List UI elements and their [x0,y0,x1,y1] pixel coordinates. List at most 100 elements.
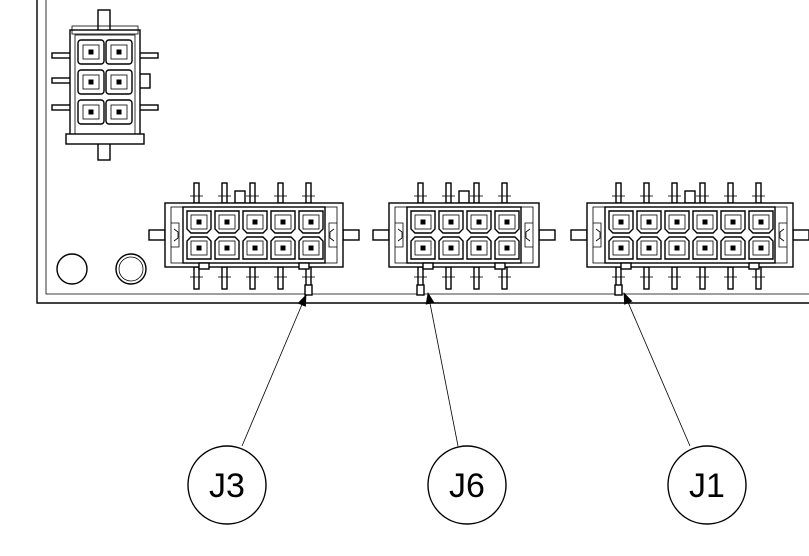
cavity-inner [218,240,236,256]
pin-contact [730,245,736,251]
connector-housing [604,206,776,264]
lower-pin [193,266,200,290]
pin-contact [116,79,122,85]
cavity-inner [110,74,128,90]
upper-pin [193,182,200,204]
upper-pin [249,182,256,204]
cavity-inner [724,240,742,256]
pin-contact [224,219,230,225]
leader-line-j6 [425,292,459,447]
callout-j3: J3 [187,445,267,525]
pin-contact [448,219,454,225]
lower-pin [445,266,452,290]
latch-hook-right [779,228,785,242]
cavity-inner [442,240,460,256]
cavity-inner [274,240,292,256]
cavity-inner [498,214,516,230]
pin-contact [196,219,202,225]
pin-contact [280,245,286,251]
cavity-inner [302,214,320,230]
mounting-holes [56,253,147,285]
pin-contact [758,219,764,225]
ear-left [372,229,390,241]
cavity-inner [752,214,770,230]
latch-tab [684,190,696,204]
upper-pin [643,182,650,204]
callout-label-j3: J3 [209,467,245,505]
upper-pin [277,182,284,204]
latch-tab [458,190,470,204]
cavity-inner [190,214,208,230]
latch-left [171,222,180,248]
upper-pin [699,182,706,204]
leader-lines [241,292,691,447]
cavity-inner [190,240,208,256]
upper-pin [221,182,228,204]
cavity-inner [612,240,630,256]
pin-contact [252,219,258,225]
ear-right [538,229,556,241]
cavity-inner [246,214,264,230]
side-pin-right [137,104,159,111]
pin-contact [116,109,122,115]
latch-tab [234,190,246,204]
pin-contact [280,219,286,225]
pin-contact [504,219,510,225]
cavity-inner [414,240,432,256]
latch-left [395,222,404,248]
cavity-inner [82,74,100,90]
lower-pin [671,266,678,290]
cavity-inner [640,214,658,230]
cavity-inner [218,214,236,230]
upper-pin [615,182,622,204]
pin-contact [618,245,624,251]
cavity-inner [724,214,742,230]
cavity-inner [696,240,714,256]
upper-pin [445,182,452,204]
top-connector-base [65,133,145,145]
lead-pin [304,284,313,296]
cavity-inner [470,214,488,230]
upper-pin [727,182,734,204]
cavity-inner [414,214,432,230]
foot [198,262,210,270]
pin-contact [252,245,258,251]
pin-contact [448,245,454,251]
pin-contact [758,245,764,251]
callout-label-j6: J6 [449,467,485,505]
upper-pin [755,182,762,204]
pin-contact [702,245,708,251]
top-connector-lip [71,25,139,35]
pin-contact [504,245,510,251]
connector-housing [406,206,522,264]
board-outline [36,0,809,304]
lower-pin [277,266,284,290]
pin-contact [88,109,94,115]
pin-contact [420,245,426,251]
connector-j3 [148,182,360,296]
ear-right [792,229,809,241]
pin-contact [88,49,94,55]
leader-line-j3 [241,294,307,447]
lower-pin [249,266,256,290]
pin-contact [646,219,652,225]
callout-j6: J6 [427,445,507,525]
foot [494,262,506,270]
lower-pin [699,266,706,290]
cavity-inner [470,240,488,256]
foot [298,262,310,270]
callout-j1: J1 [667,445,747,525]
latch-hook-right [329,228,335,242]
pin-contact [196,245,202,251]
top-connector-2x3 [51,9,159,161]
upper-pin [473,182,480,204]
upper-pin [671,182,678,204]
cavity-inner [668,240,686,256]
upper-pin [305,182,312,204]
cavity-inner [668,214,686,230]
cavity-inner [274,214,292,230]
lower-pin [643,266,650,290]
cavity-inner [442,214,460,230]
cavity-inner [82,44,100,60]
